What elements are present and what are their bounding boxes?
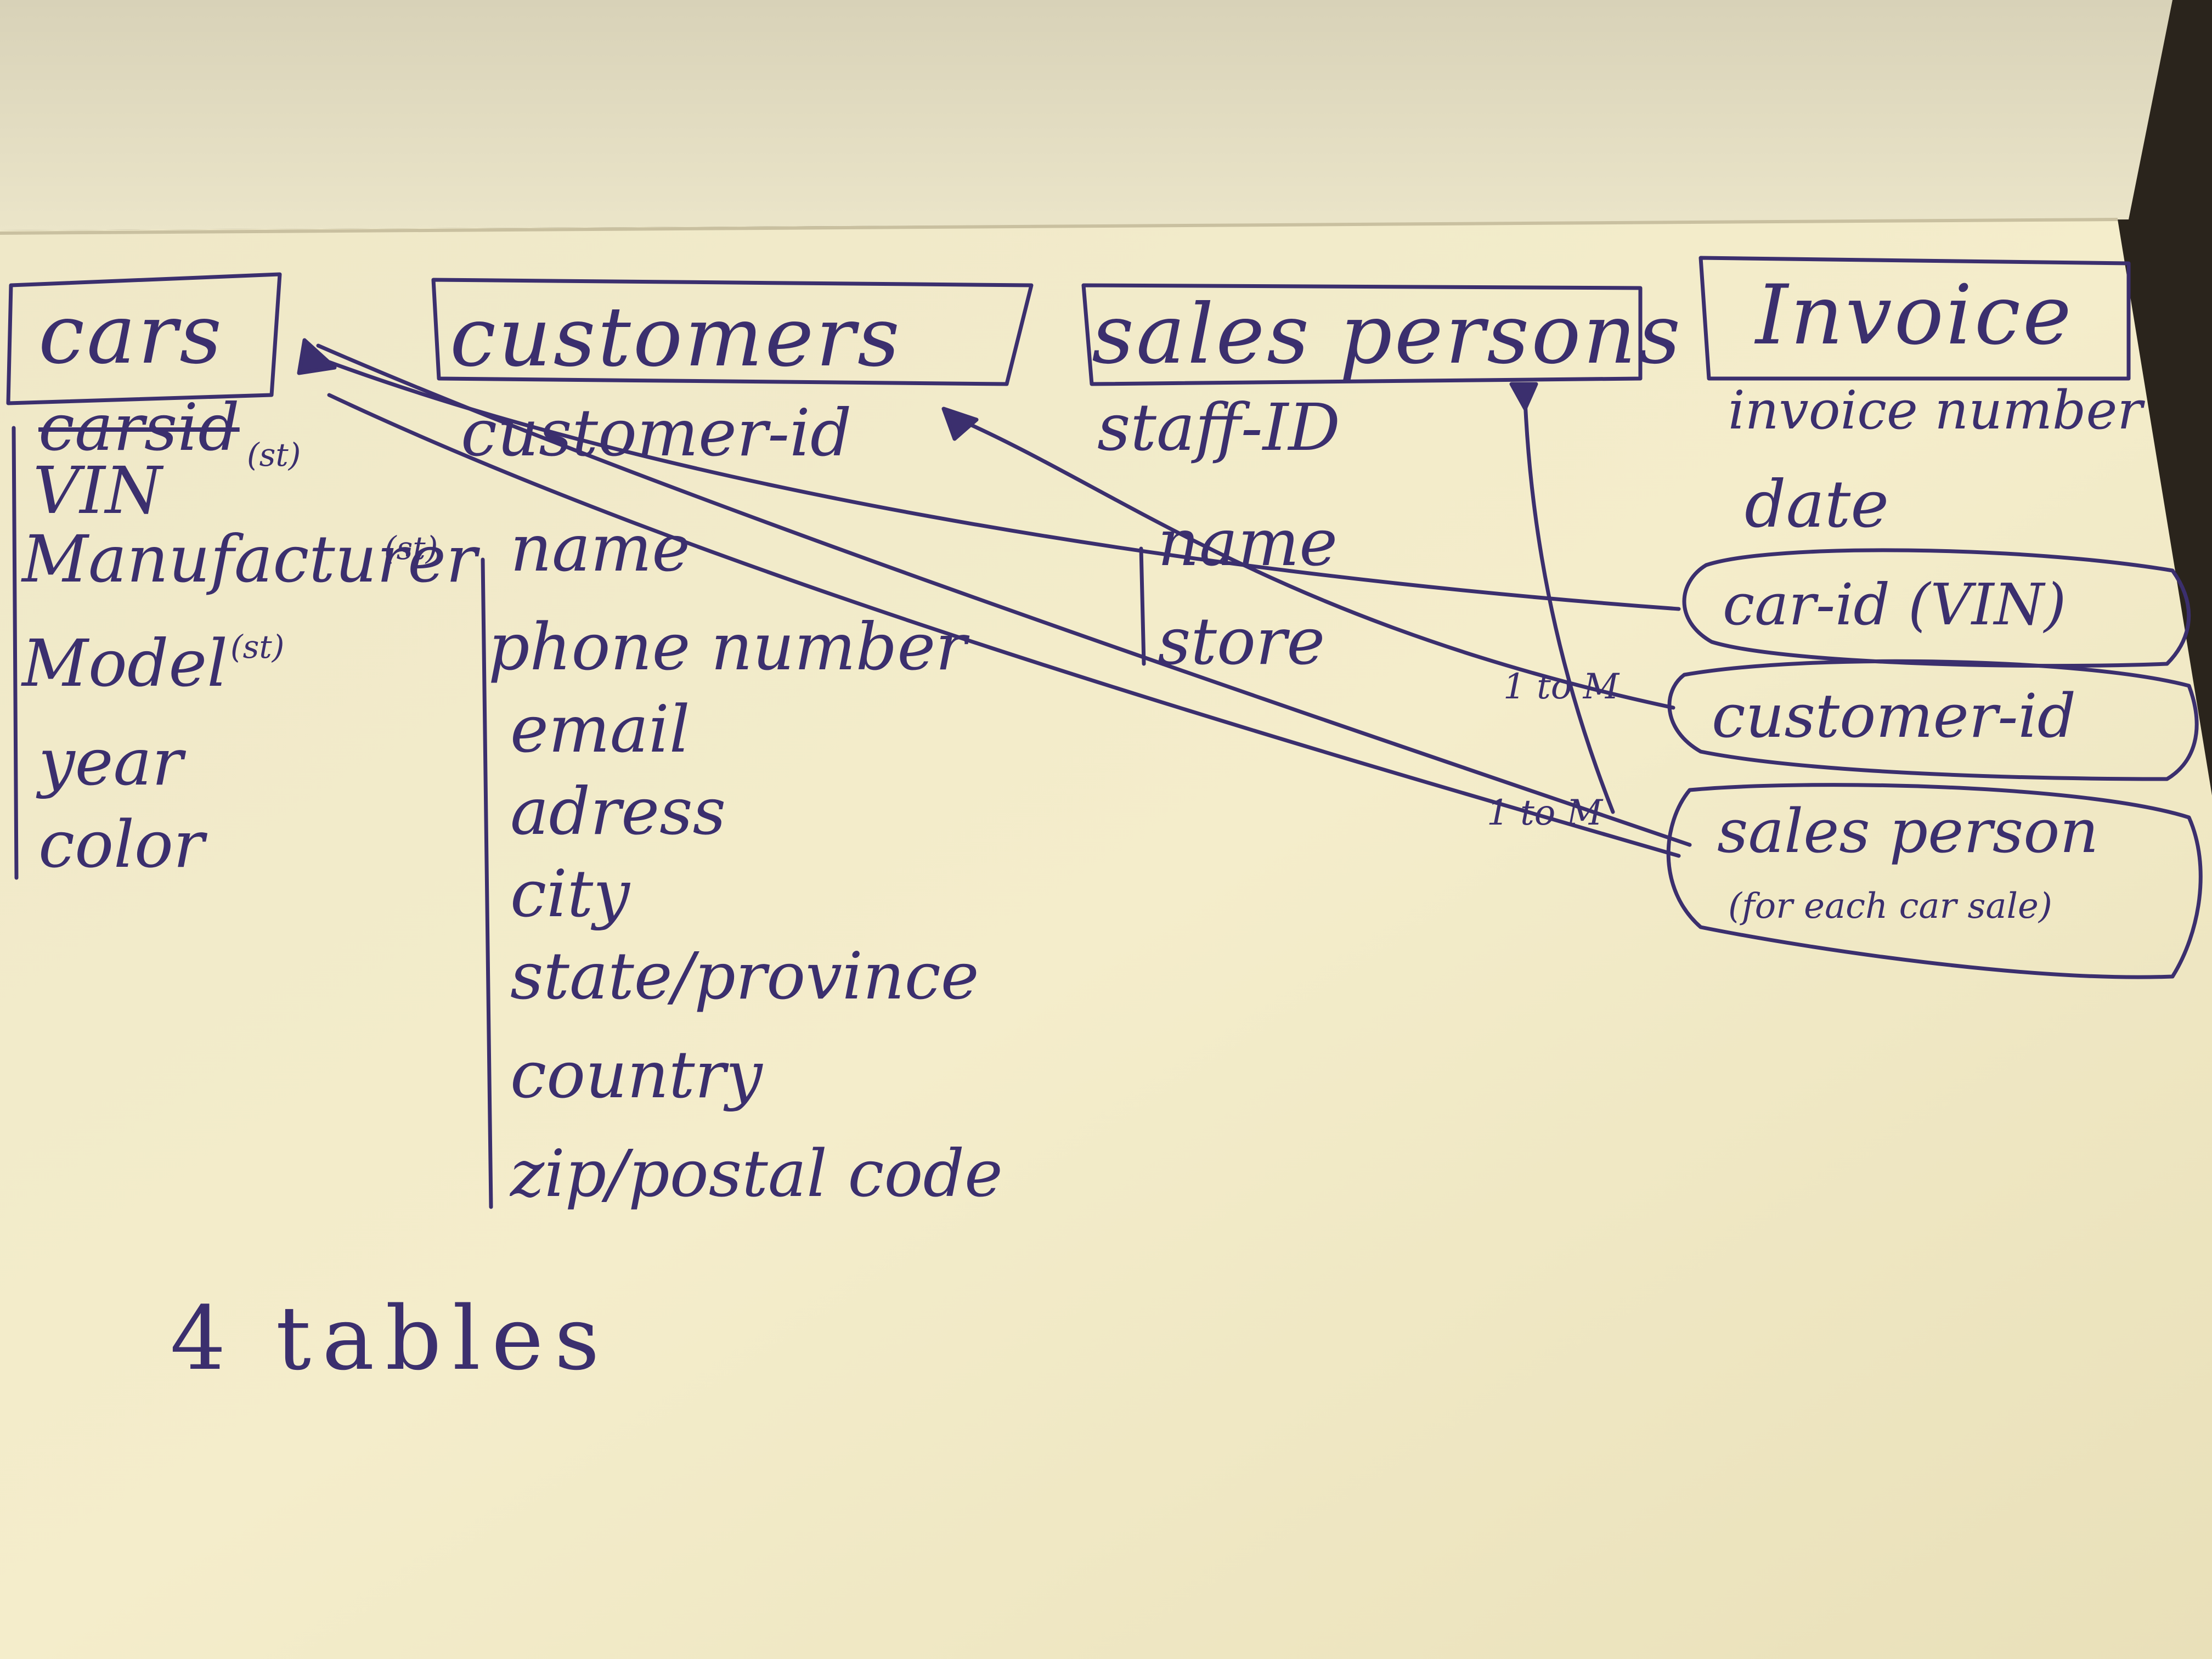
customers-title-box xyxy=(431,278,1034,386)
sales-person-relation-line-2 xyxy=(327,393,1681,858)
customers-field-address: adress xyxy=(510,774,726,849)
cars-field-manufacturer: Manufacturer xyxy=(22,521,477,597)
customers-field-city: city xyxy=(510,856,630,932)
customers-field-state: state/province xyxy=(510,938,979,1014)
cars-field-model: Model xyxy=(22,625,228,701)
cars-field-color: color xyxy=(38,806,205,882)
customers-arrowhead xyxy=(941,407,979,441)
cars-crossed-field: carsid xyxy=(38,390,240,465)
sales-persons-field-name: name xyxy=(1158,505,1338,580)
cars-table-title: cars xyxy=(38,287,224,382)
invoice-field-date: date xyxy=(1745,466,1889,542)
customers-table-title: customers xyxy=(450,290,902,385)
car-id-relation-line xyxy=(327,360,1681,611)
cars-arrowhead xyxy=(297,338,337,375)
sales-person-oval xyxy=(1666,783,2203,979)
footer-note: 4 tables xyxy=(170,1287,611,1390)
invoice-field-sales-person-note: (for each car sale) xyxy=(1728,886,2052,927)
cars-field-vin-note: (st) xyxy=(247,436,301,473)
sales-persons-title-box xyxy=(1081,283,1643,386)
sales-persons-table-title: sales persons xyxy=(1092,287,1683,382)
customers-field-name: name xyxy=(510,510,691,586)
customers-field-zip: zip/postal code xyxy=(510,1136,1003,1211)
invoice-field-customer-id: customer-id xyxy=(1712,681,2076,751)
sales-persons-arrowhead xyxy=(1509,382,1538,411)
invoice-title-box xyxy=(1699,256,2131,381)
customers-field-customer-id: customer-id xyxy=(461,395,852,471)
relation-label-customer: 1 to M xyxy=(1503,667,1620,707)
customers-field-phone: phone number xyxy=(488,609,967,685)
customer-id-relation-line xyxy=(963,420,1675,710)
invoice-table-title: Invoice xyxy=(1756,268,2074,363)
sales-persons-field-bracket xyxy=(1139,546,1146,666)
sales-persons-field-staff-id: staff-ID xyxy=(1097,390,1341,465)
customers-field-bracket xyxy=(481,557,493,1209)
sales-person-relation-line-1 xyxy=(316,343,1692,847)
cars-field-model-note: (st) xyxy=(230,628,285,665)
staff-id-relation-line xyxy=(1523,398,1615,814)
relation-label-sales-person: 1 to M xyxy=(1487,793,1603,833)
back-page xyxy=(0,0,2172,230)
invoice-field-car-id: car-id (VIN) xyxy=(1723,571,2067,638)
customer-id-oval xyxy=(1667,659,2199,781)
cars-field-vin: VIN xyxy=(33,453,162,528)
invoice-field-number: invoice number xyxy=(1728,380,2143,441)
sales-persons-field-store: store xyxy=(1158,603,1325,679)
car-id-oval xyxy=(1682,548,2191,668)
cars-title-box xyxy=(6,272,282,405)
page-fold xyxy=(0,218,2118,235)
customers-field-email: email xyxy=(510,691,690,767)
cars-field-manufacturer-note: (st) xyxy=(384,529,438,567)
invoice-field-sales-person: sales person xyxy=(1717,796,2099,866)
front-page xyxy=(0,219,2212,1659)
customers-field-country: country xyxy=(510,1037,763,1113)
cars-field-bracket xyxy=(12,426,19,880)
cars-field-year: year xyxy=(38,724,183,800)
